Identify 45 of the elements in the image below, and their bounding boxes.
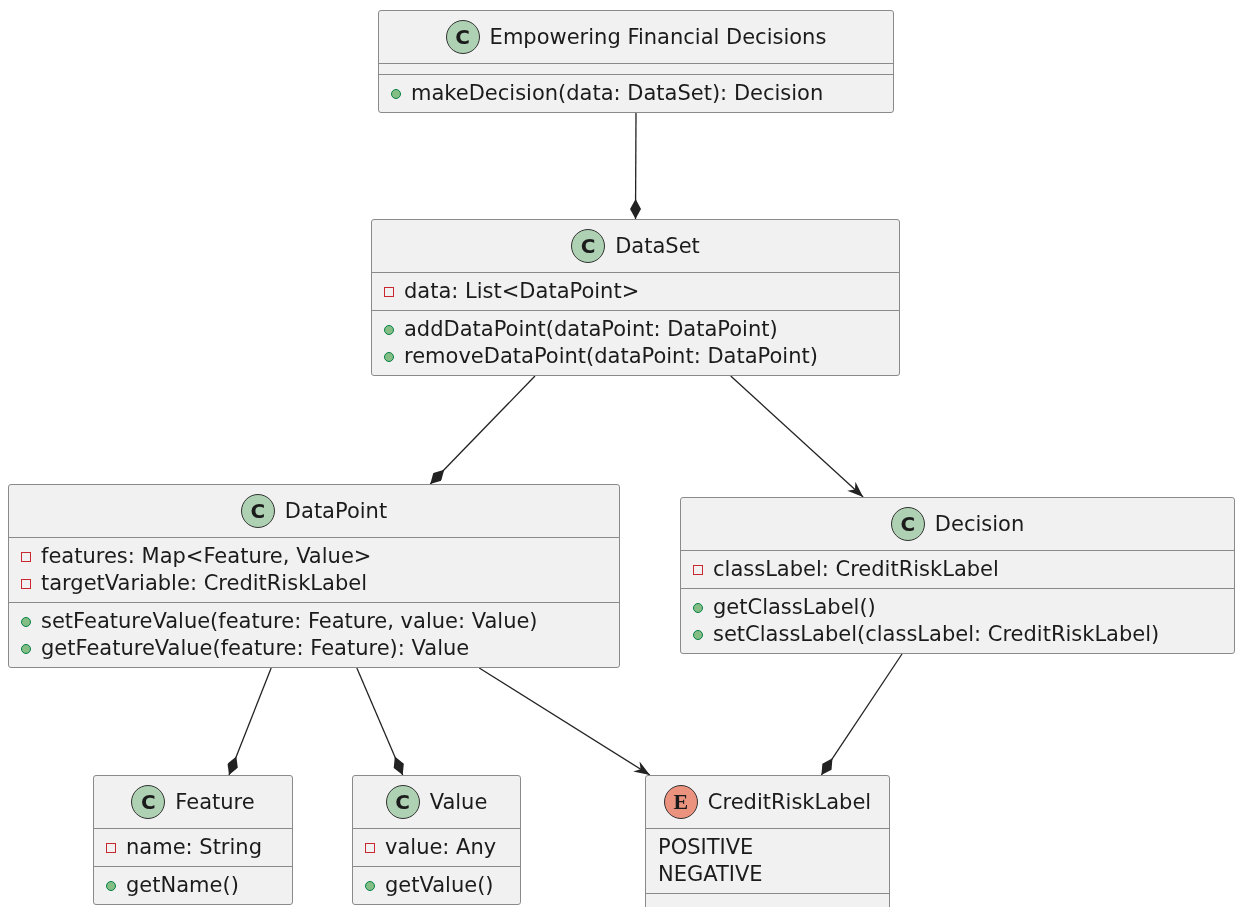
class-stereotype-icon: C [240, 494, 275, 528]
method-text: setFeatureValue(feature: Feature, value: Value) [41, 611, 538, 632]
association-arrow [730, 375, 864, 498]
class-name: Decision [934, 513, 1025, 535]
composition-line [227, 667, 272, 776]
class-box [352, 775, 521, 905]
class-box [371, 219, 900, 376]
class-box [8, 484, 620, 668]
attribute-text: classLabel: CreditRiskLabel [713, 559, 999, 580]
class-stereotype-icon: C [385, 785, 420, 819]
method-text: addDataPoint(dataPoint: DataPoint) [404, 319, 778, 340]
class-name: Feature [175, 791, 255, 813]
class-name: DataPoint [284, 500, 388, 522]
attribute-text: value: Any [385, 837, 497, 858]
method-text: removeDataPoint(dataPoint: DataPoint) [404, 346, 818, 367]
method-text: getValue() [385, 875, 494, 896]
composition-line [820, 653, 903, 776]
class-name: Empowering Financial Decisions [489, 26, 827, 48]
method-text: getClassLabel() [713, 597, 876, 618]
composition-line [429, 375, 536, 485]
class-box [680, 497, 1235, 654]
class-box [378, 10, 894, 113]
composition-line [630, 112, 642, 220]
class-box [93, 775, 293, 905]
attribute-text: data: List<DataPoint> [404, 281, 640, 302]
attribute-text: targetVariable: CreditRiskLabel [41, 573, 367, 594]
class-stereotype-icon: C [131, 785, 166, 819]
attribute-text: features: Map<Feature, Value> [41, 546, 372, 567]
class-stereotype-icon: C [890, 507, 925, 541]
composition-line [356, 667, 404, 776]
class-stereotype-icon: C [571, 229, 606, 263]
method-text: makeDecision(data: DataSet): Decision [411, 83, 824, 104]
class-name: DataSet [615, 235, 700, 257]
class-box [645, 775, 890, 907]
class-stereotype-icon: C [445, 20, 480, 54]
class-name: CreditRiskLabel [707, 791, 872, 813]
association-arrow [478, 667, 651, 776]
method-text: setClassLabel(classLabel: CreditRiskLabel) [713, 624, 1160, 645]
enum-value: POSITIVE [658, 837, 754, 858]
method-text: getName() [126, 875, 239, 896]
class-name: Value [429, 791, 488, 813]
attribute-text: name: String [126, 837, 262, 858]
method-text: getFeatureValue(feature: Feature): Value [41, 638, 470, 659]
enum-value: NEGATIVE [658, 864, 763, 885]
enum-stereotype-icon: E [663, 785, 698, 819]
